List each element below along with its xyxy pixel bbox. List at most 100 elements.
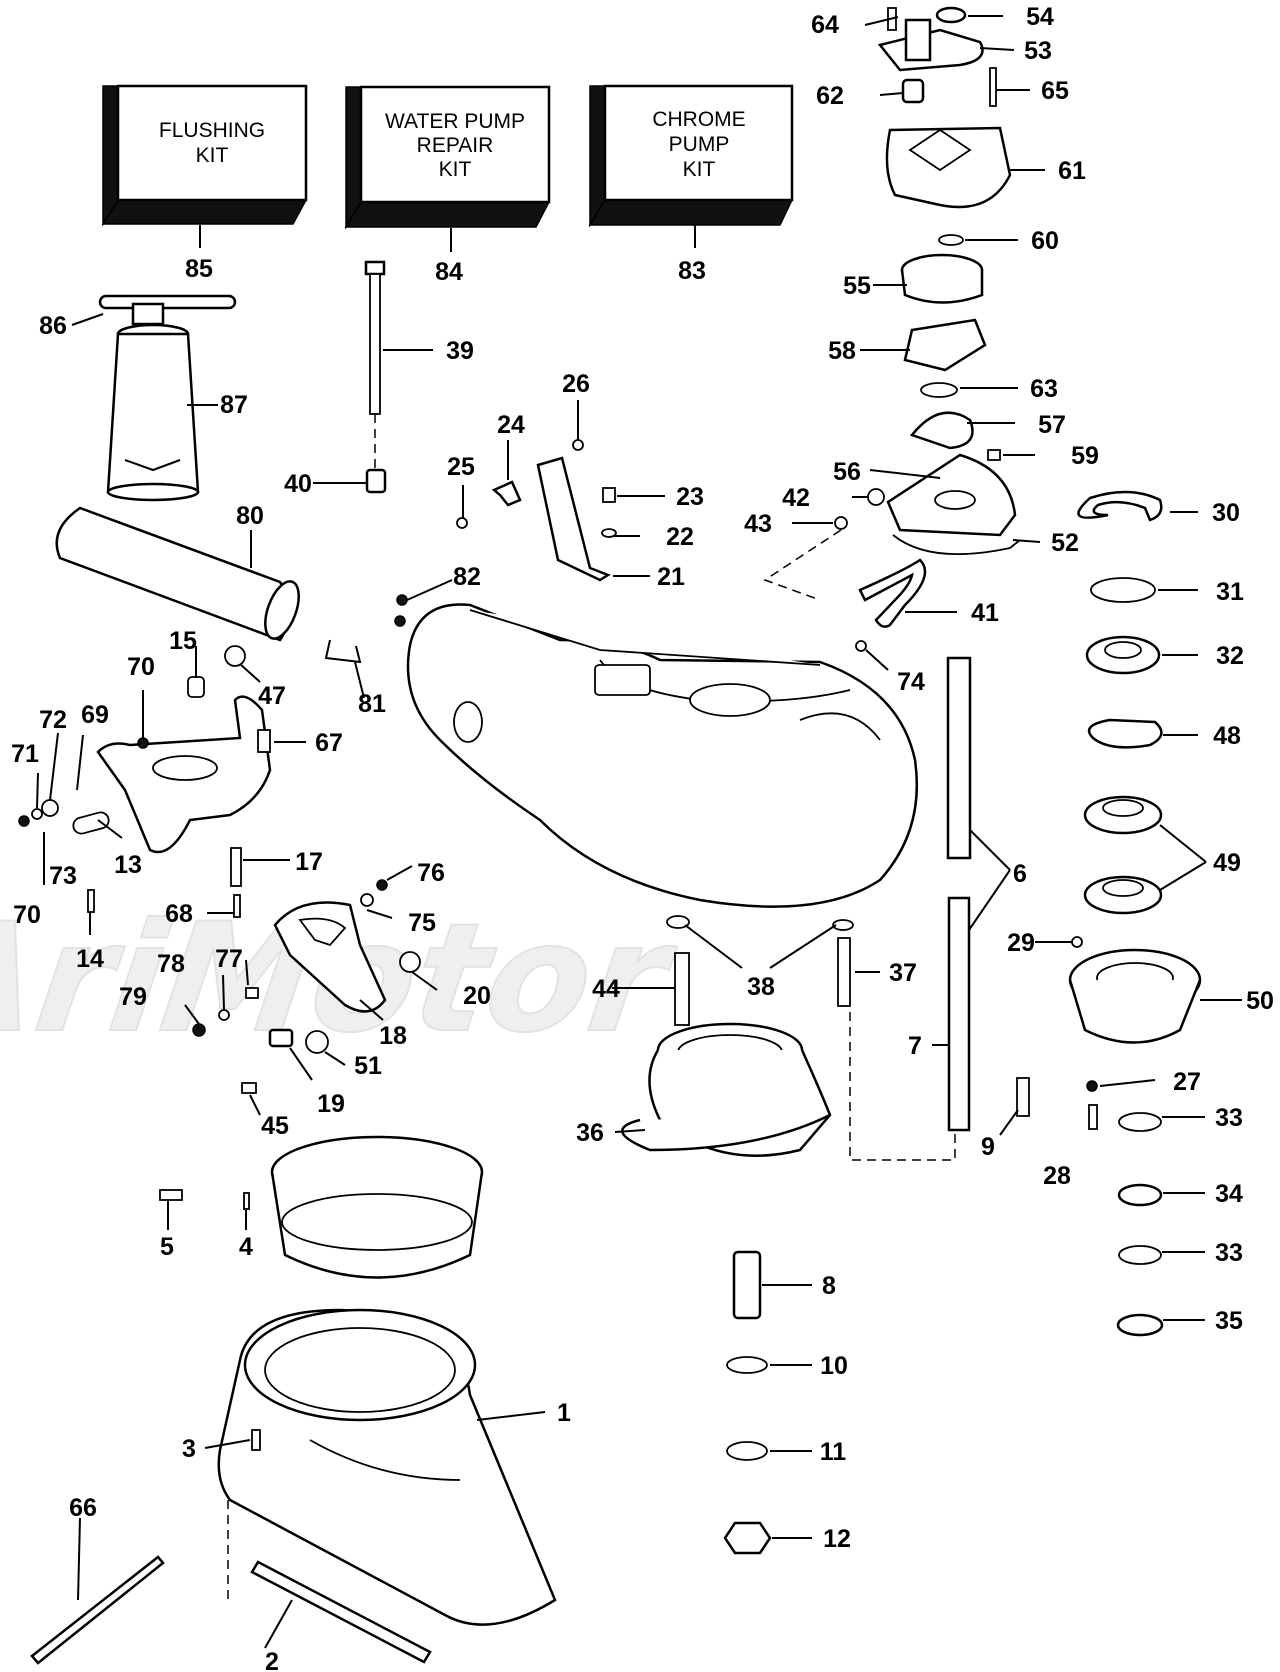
callout-61: 61: [1058, 157, 1086, 185]
callout-34: 34: [1215, 1180, 1243, 1208]
callout-82: 82: [453, 563, 481, 591]
callout-33b: 33: [1215, 1239, 1243, 1267]
callout-40: 40: [284, 470, 312, 498]
bearing-49-drawing: [1083, 795, 1163, 915]
tab-washer-48-drawing: [1087, 718, 1163, 749]
callout-83: 83: [678, 257, 706, 285]
callout-15: 15: [169, 627, 197, 655]
kit-label-line: KIT: [683, 158, 716, 181]
intake-housing-drawing: [217, 1308, 557, 1626]
callout-63: 63: [1030, 375, 1058, 403]
sleeve-8-drawing: [732, 1250, 762, 1320]
callout-67: 67: [315, 729, 343, 757]
kit-label-line: CHROME: [652, 108, 745, 131]
tab-washer-11-drawing: [726, 1441, 768, 1461]
callout-18: 18: [379, 1022, 407, 1050]
dash-impeller: [849, 1012, 956, 1161]
callout-85: 85: [185, 255, 213, 283]
callout-33a: 33: [1215, 1104, 1243, 1132]
callout-70a: 70: [127, 653, 155, 681]
kit-label-line: KIT: [439, 158, 472, 181]
spring-17-drawing: [230, 847, 242, 887]
callout-65: 65: [1041, 77, 1069, 105]
callout-41: 41: [971, 599, 999, 627]
kit-label-line: FLUSHING: [159, 119, 265, 142]
callout-28: 28: [1043, 1162, 1071, 1190]
key-9-drawing: [1016, 1077, 1030, 1117]
flushing-adapter-drawing: [98, 294, 237, 502]
washer-20-drawing: [399, 951, 421, 973]
callout-71: 71: [11, 740, 39, 768]
washer-38a-drawing: [666, 915, 690, 929]
callout-75: 75: [408, 909, 436, 937]
spacer-40-drawing: [365, 468, 387, 494]
callout-84: 84: [435, 258, 463, 286]
callout-13: 13: [114, 851, 142, 879]
callout-5: 5: [160, 1233, 174, 1261]
callout-54: 54: [1026, 3, 1054, 31]
callout-64: 64: [811, 11, 839, 39]
callout-26: 26: [562, 370, 590, 398]
callout-76: 76: [417, 859, 445, 887]
steering-bracket-drawing: [72, 695, 272, 854]
jet-pump-housing-drawing: [406, 603, 919, 908]
callout-35: 35: [1215, 1307, 1243, 1335]
callout-11: 11: [820, 1438, 847, 1466]
callout-81: 81: [358, 690, 386, 718]
bracket-21-drawing: [536, 456, 611, 582]
o-ring-33b-drawing: [1118, 1245, 1162, 1265]
nut-26-drawing: [572, 439, 584, 451]
plate-18-drawing: [273, 901, 387, 1013]
callout-72: 72: [39, 706, 67, 734]
kit-label-line: REPAIR: [417, 134, 494, 157]
washer-75-drawing: [360, 893, 374, 907]
callout-51: 51: [354, 1052, 382, 1080]
bar-2-drawing: [250, 1560, 432, 1664]
callout-14: 14: [76, 945, 104, 973]
callout-9: 9: [981, 1133, 995, 1161]
callout-29: 29: [1007, 929, 1035, 957]
nut-27-drawing: [1086, 1080, 1098, 1092]
callout-49: 49: [1213, 849, 1241, 877]
clip-24-drawing: [491, 480, 522, 507]
clip-81-drawing: [324, 639, 362, 664]
callout-23: 23: [676, 483, 704, 511]
callout-60: 60: [1031, 227, 1059, 255]
water-pump-drawing: [834, 6, 1021, 556]
kit-box-water-pump-repair: WATER PUMP REPAIR KIT: [344, 85, 551, 230]
nut-29-drawing: [1071, 936, 1083, 948]
plug-82a-drawing: [396, 594, 408, 606]
callout-43: 43: [744, 510, 772, 538]
callout-24: 24: [497, 411, 525, 439]
drive-shaft-upper-drawing: [946, 656, 972, 860]
callout-80: 80: [236, 502, 264, 530]
seal-32-drawing: [1085, 635, 1161, 675]
callout-22: 22: [666, 523, 694, 551]
callout-1: 1: [557, 1399, 571, 1427]
fitting-74-drawing: [855, 640, 867, 652]
screw-45-drawing: [241, 1082, 257, 1094]
callout-27: 27: [1173, 1068, 1201, 1096]
callout-21: 21: [657, 563, 685, 591]
washer-72-drawing: [41, 799, 59, 817]
callout-25: 25: [447, 453, 475, 481]
washer-51-drawing: [305, 1030, 329, 1054]
kit-box-chrome-pump: CHROME PUMP KIT: [588, 84, 794, 228]
pin-67-drawing: [257, 729, 271, 753]
rod-66-drawing: [30, 1555, 165, 1665]
bolt-39-drawing: [364, 260, 386, 470]
pin-15-drawing: [187, 676, 205, 698]
callout-56: 56: [833, 458, 861, 486]
callout-86: 86: [39, 312, 67, 340]
callout-17: 17: [295, 848, 323, 876]
impeller-drawing: [620, 1022, 832, 1157]
callout-78: 78: [157, 950, 185, 978]
plug-82b-drawing: [394, 615, 406, 627]
nut-12-drawing: [723, 1521, 772, 1555]
callout-39: 39: [446, 337, 474, 365]
drive-shaft-lower-drawing: [947, 896, 971, 1132]
callout-6: 6: [1013, 860, 1027, 888]
screw-14-drawing: [87, 889, 95, 913]
callout-2: 2: [265, 1648, 279, 1672]
screw-3-drawing: [251, 1429, 261, 1451]
